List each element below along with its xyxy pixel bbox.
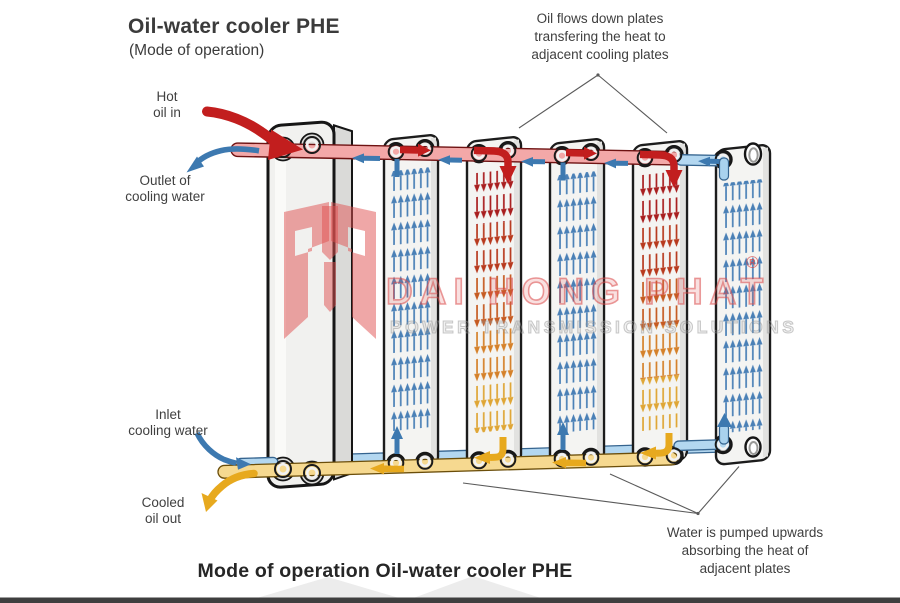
water-inlet-arrow	[194, 431, 237, 466]
water-top-flow-arrows	[186, 146, 730, 181]
plate-water-1	[382, 134, 440, 472]
water-outlet-arrow	[193, 146, 260, 166]
bottom-watermark-shape	[240, 576, 556, 603]
brand-logo-watermark	[284, 202, 376, 339]
open-port-holes	[743, 142, 763, 458]
plate-water-2	[548, 138, 606, 468]
annotation-pointer-lines	[462, 73, 740, 516]
plate-oil-1	[465, 136, 523, 470]
cooled-oil-flow-arrows	[201, 433, 673, 512]
cooled-oil-outlet-arrow	[206, 469, 258, 504]
oil-bend-down-arrow-1	[473, 146, 512, 167]
hot-oil-flow-arrows	[202, 106, 683, 188]
water-bottom-flow-arrows	[194, 413, 732, 470]
oil-bend-left-arrow-1	[489, 437, 507, 461]
hot-oil-inlet-arrow	[202, 106, 278, 146]
plate-water-3	[714, 144, 772, 466]
oil-bend-left-arrow-2	[655, 433, 673, 457]
bottom-bar	[0, 597, 900, 603]
oil-bend-down-arrow-2	[639, 150, 678, 171]
plate-front-cover	[266, 120, 353, 489]
plate-oil-2	[631, 140, 689, 466]
